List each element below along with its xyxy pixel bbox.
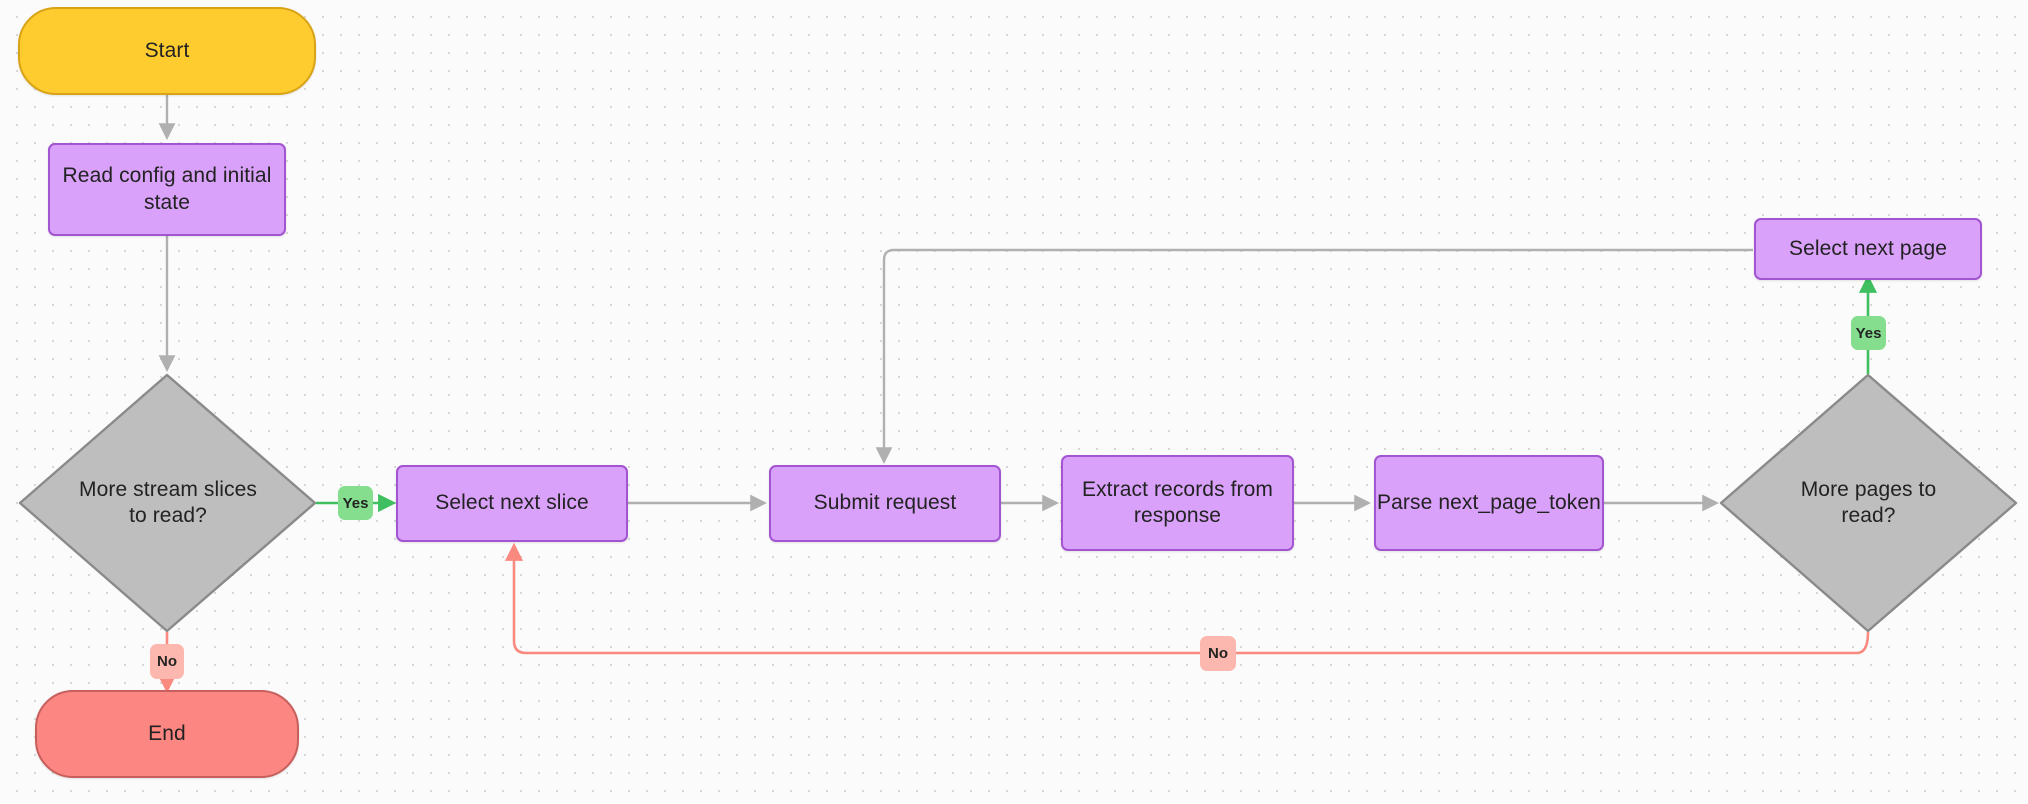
node-select-next-slice[interactable]: Select next slice <box>396 465 628 542</box>
node-read-config[interactable]: Read config and initial state <box>48 143 286 236</box>
node-select-next-page[interactable]: Select next page <box>1754 218 1982 280</box>
node-start-label: Start <box>144 38 190 62</box>
node-select-next-slice-label: Select next slice <box>435 491 589 515</box>
node-read-config-label: Read config and initial state <box>62 164 272 214</box>
node-more-pages-label: More pages to read? <box>1800 477 1937 527</box>
edge-label-no-stream-slices: No <box>150 644 184 679</box>
node-submit-request[interactable]: Submit request <box>769 465 1001 542</box>
edge-label-no-more-pages: No <box>1200 636 1236 671</box>
node-more-pages[interactable]: More pages to read? <box>1721 375 2016 631</box>
edge-more-pages-no-to-next-slice <box>504 542 1870 655</box>
edge-label-yes-stream-slices: Yes <box>338 486 373 520</box>
node-submit-request-label: Submit request <box>813 491 957 515</box>
node-end-label: End <box>148 721 186 745</box>
node-extract-records[interactable]: Extract records from response <box>1061 455 1294 551</box>
node-parse-next-page-token[interactable]: Parse next_page_token <box>1374 455 1604 551</box>
node-more-stream-slices[interactable]: More stream slices to read? <box>20 375 316 631</box>
node-end[interactable]: End <box>35 690 299 778</box>
node-extract-records-label: Extract records from response <box>1081 477 1274 527</box>
edge-label-yes-more-pages: Yes <box>1851 316 1886 350</box>
edge-label-no-stream-slices-text: No <box>157 653 177 670</box>
node-more-stream-slices-label: More stream slices to read? <box>78 477 257 527</box>
edge-next-page-to-submit <box>875 248 1753 465</box>
edge-label-yes-more-pages-text: Yes <box>1855 324 1882 342</box>
edge-label-no-more-pages-text: No <box>1208 645 1228 662</box>
node-parse-next-page-token-label: Parse next_page_token <box>1377 490 1601 514</box>
edge-label-yes-stream-slices-text: Yes <box>342 494 369 512</box>
node-select-next-page-label: Select next page <box>1788 236 1948 260</box>
node-start[interactable]: Start <box>18 7 316 95</box>
